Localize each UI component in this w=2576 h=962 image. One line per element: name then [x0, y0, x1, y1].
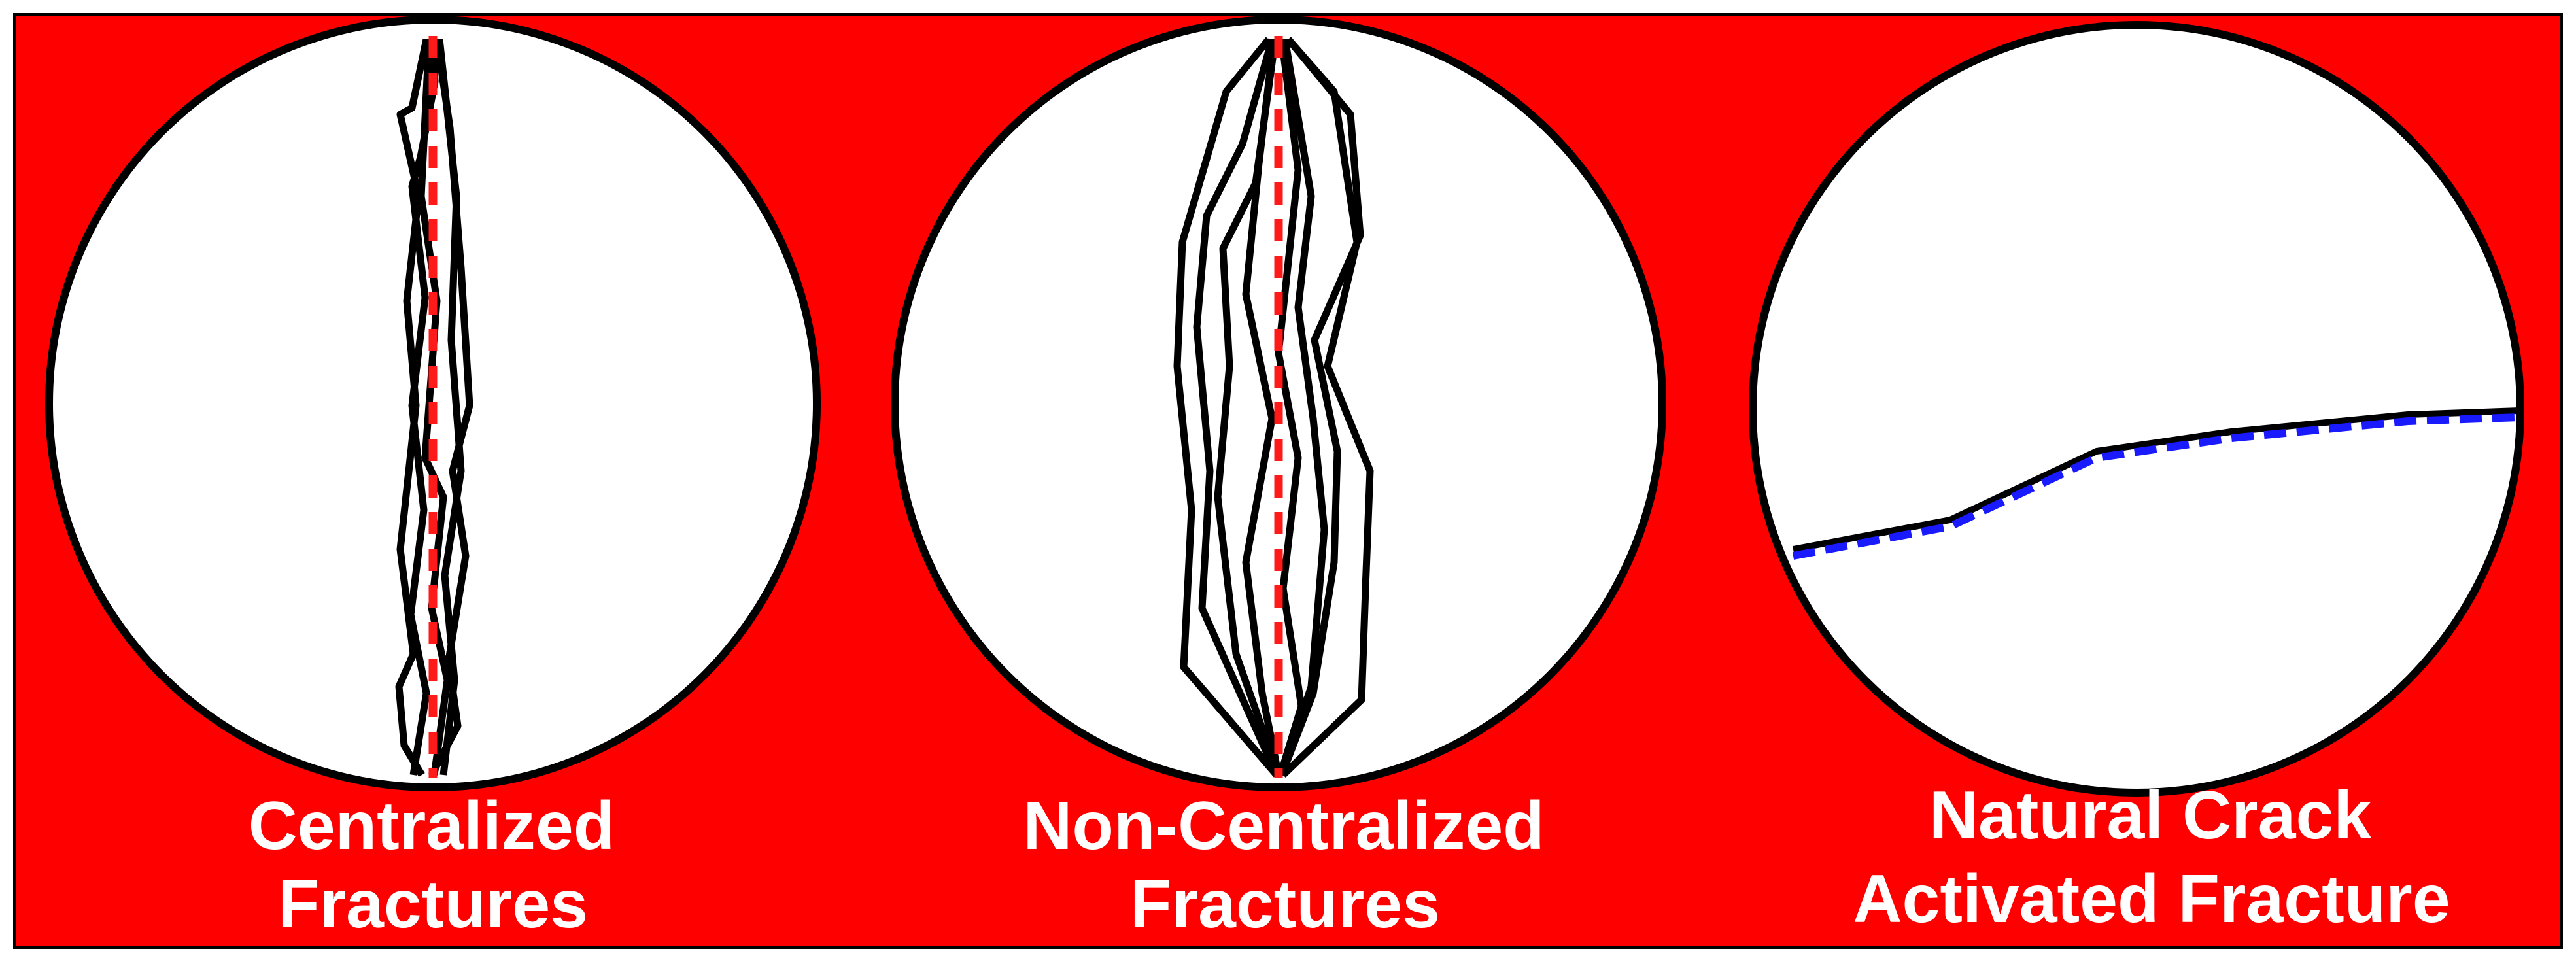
activated-fracture-line: [1793, 407, 2520, 553]
fracture-lines: [1173, 37, 1374, 778]
panel-natural-crack: Natural Crack Activated Fracture: [1749, 21, 2524, 937]
panel-non-centralized: Non-Centralized Fractures: [891, 16, 1666, 942]
panel-label: Non-Centralized Fractures: [1023, 788, 1547, 942]
rock-sample-disk: [1749, 21, 2524, 797]
panel-label: Centralized Fractures: [249, 788, 618, 942]
panel-label: Natural Crack Activated Fracture: [1853, 778, 2450, 937]
panel-centralized: Centralized Fractures: [45, 16, 821, 942]
natural-crack-dashed-line: [1792, 413, 2520, 560]
